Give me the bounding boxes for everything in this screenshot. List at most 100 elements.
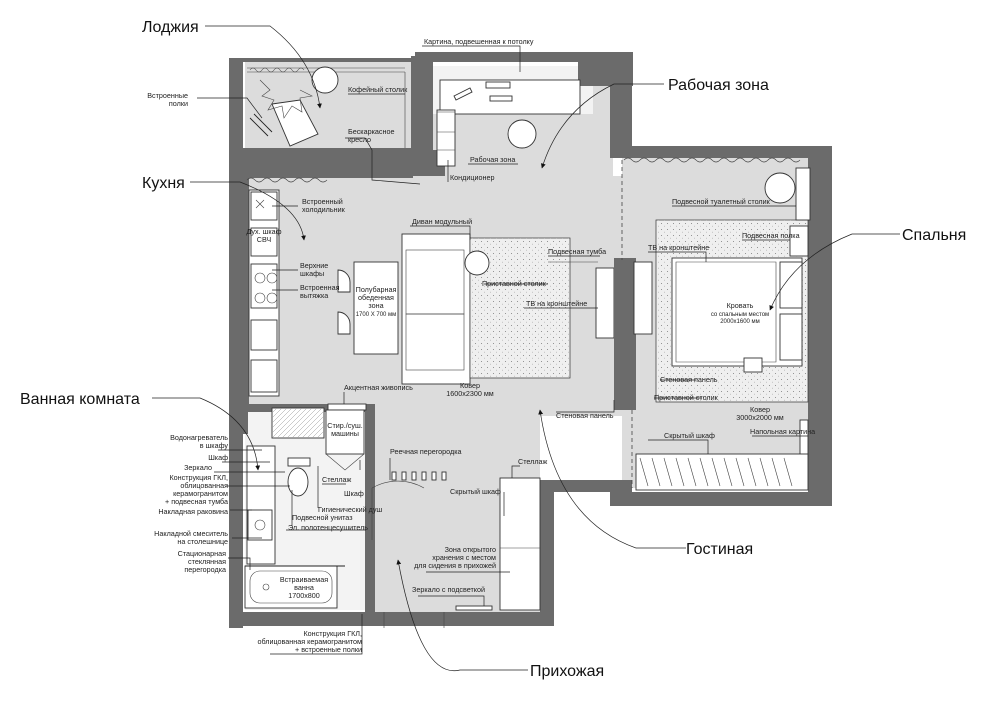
label-rug-living-1: Ковер (460, 381, 480, 390)
label-side-table-bed: Приставной столик (654, 393, 719, 402)
label-beanbag-2: кресло (348, 135, 371, 144)
label-overhead-mixer-2: на столешнице (177, 537, 228, 546)
arrow-living (538, 409, 686, 549)
label-tv-living: ТВ на кронштейне (526, 299, 587, 308)
label-water-heater-2: в шкафу (200, 441, 229, 450)
monitor (485, 81, 511, 89)
label-fridge-2: холодильник (302, 205, 346, 214)
label-hanging-toilet: Подвесной унитаз (292, 513, 353, 522)
modular-sofa (401, 233, 471, 385)
kitchen-curtain (246, 177, 328, 183)
label-floor-painting: Напольная картина (750, 427, 815, 436)
arrow-work-zone (540, 83, 664, 169)
side-cabinet (436, 109, 456, 167)
label-hanging-nightstand: Подвесная тумба (548, 247, 606, 256)
work-zone-furniture (436, 79, 581, 167)
label-overhead-mixer-1: Накладной смеситель (154, 529, 228, 538)
arrow-loggia (205, 25, 322, 109)
label-mirror: Зеркало (184, 463, 212, 472)
lit-mirror (455, 605, 493, 611)
label-open-storage-2: хранения с местом (432, 553, 496, 562)
label-cabinet-small: Шкаф (344, 489, 364, 498)
room-title-living: Гостиная (686, 541, 753, 558)
washer-dryer (325, 409, 365, 455)
hanging-shelf (789, 225, 809, 257)
wall-panel (614, 258, 636, 410)
slat-partition (391, 471, 447, 481)
kitchen-furniture (248, 189, 399, 397)
bathtub (244, 565, 338, 609)
annotations: Картина, подвешенная к потолку Встроенны… (147, 37, 815, 654)
label-bath-1: Встраиваемая (280, 575, 328, 584)
label-dining-2: обеденная (358, 293, 394, 302)
label-bath-2: ванна (294, 583, 314, 592)
bedroom-furniture (621, 160, 811, 491)
label-washer-2: машины (331, 429, 359, 438)
arrow-kitchen (190, 181, 306, 241)
loggia-furniture (249, 66, 406, 148)
arrow-hallway (396, 559, 528, 672)
label-wall-panel-living: Стеновая панель (556, 411, 614, 420)
keyboard (489, 95, 513, 102)
label-bed-1: Кровать (727, 301, 754, 310)
label-gkl-bottom-3: + встроенные полки (295, 645, 362, 654)
label-glass-partition-1: Стационарная (178, 549, 226, 558)
floor-painting (799, 419, 809, 457)
label-towel-dryer: Эл. полотенцесушитель (288, 523, 368, 532)
tv-living (595, 267, 615, 339)
office-chair (507, 119, 537, 149)
walls (229, 52, 832, 628)
gkl-construction (246, 445, 276, 565)
bar-stool-2 (337, 311, 351, 335)
label-side-table: Приставной столик (482, 279, 547, 288)
label-rug-living-2: 1600х2300 мм (446, 389, 494, 398)
label-open-storage-3: для сидения в прихожей (414, 561, 496, 570)
dressing-table (795, 167, 811, 221)
sink (247, 509, 273, 541)
label-upper-cabinets-1: Верхние (300, 261, 328, 270)
label-gkl-4: + подвесная тумба (165, 497, 228, 506)
label-builtin-shelves-1: Встроенные (147, 91, 188, 100)
label-rug-bed-2: 3000х2000 мм (736, 413, 784, 422)
label-fridge-1: Встроенный (302, 197, 343, 206)
label-lit-mirror: Зеркало с подсветкой (412, 585, 485, 594)
tv-bedroom (633, 261, 653, 335)
room-title-hallway: Прихожая (530, 663, 604, 680)
room-title-kitchen: Кухня (142, 175, 185, 192)
arrow-bathroom (152, 397, 261, 471)
label-cabinet: Шкаф (208, 453, 228, 462)
label-bed-3: 2000х1600 мм (720, 319, 760, 325)
bedroom-curtain (623, 157, 801, 163)
room-title-work-zone: Рабочая зона (668, 77, 769, 94)
label-rug-bed-1: Ковер (750, 405, 770, 414)
beanbag-chair (271, 99, 319, 147)
label-bed-2: со спальным местом (711, 312, 769, 318)
label-washer-1: Стир./суш. (327, 421, 362, 430)
label-bath-3: 1700х800 (288, 591, 320, 600)
plant-icon (259, 79, 313, 119)
label-overhead-sink: Накладная раковина (158, 507, 228, 516)
label-gkl-3: керамогранитом (173, 489, 228, 498)
coffee-table (311, 66, 339, 94)
label-gkl-bottom-1: Конструкция ГКЛ, (303, 629, 362, 638)
label-water-heater-1: Водонагреватель (170, 433, 228, 442)
label-oven-1: Дух. шкаф (246, 227, 281, 236)
lamp (453, 87, 473, 101)
label-dressing-table: Подвесной туалетный столик (672, 197, 771, 206)
sink-unit (250, 319, 278, 351)
loggia-curtain (249, 67, 305, 73)
label-picture-ceiling: Картина, подвешенная к потолку (424, 37, 534, 46)
label-shelving-small: Стеллаж (322, 475, 352, 484)
label-slat-partition: Реечная перегородка (390, 447, 462, 456)
dining-table (353, 261, 399, 355)
label-shelving: Стеллаж (518, 457, 548, 466)
arrow-bedroom (769, 233, 900, 311)
label-oven-2: СВЧ (257, 235, 272, 244)
label-work-zone-small: Рабочая зона (470, 155, 515, 164)
side-table (464, 250, 490, 276)
bathroom-furniture (244, 407, 447, 609)
label-beanbag-1: Бескаркасное (348, 127, 394, 136)
toilet (287, 467, 309, 497)
